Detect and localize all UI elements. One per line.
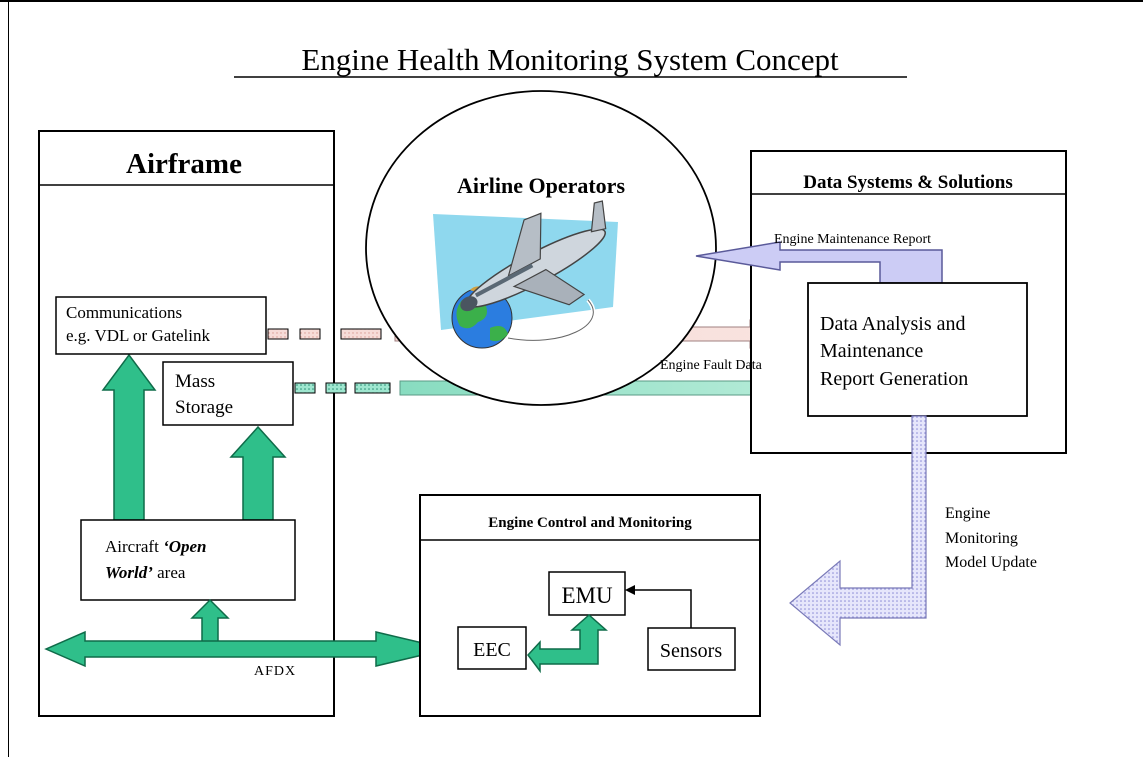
comms-flow-dash-3 [340, 328, 382, 340]
eec-label: EEC [473, 639, 511, 661]
eec-box [457, 626, 527, 670]
communications-label-line1: Communications [66, 303, 182, 322]
sensors-to-emu-arrowhead [625, 585, 635, 595]
page-frame-top [0, 0, 1143, 2]
maintenance-report-arrow [695, 241, 943, 284]
open-world-label-line1: Aircraft ‘Open [105, 537, 207, 556]
open-world-box [80, 519, 296, 601]
model-update-line3: Model Update [945, 554, 1037, 571]
eec-emu-link-arrow [527, 613, 608, 674]
airline-operators-heading: Airline Operators [457, 173, 625, 198]
open-world-suffix: area [157, 563, 186, 582]
data-analysis-line1: Data Analysis and [820, 313, 966, 335]
model-update-arrow [789, 415, 927, 647]
engine-control-heading: Engine Control and Monitoring [488, 515, 692, 531]
open-world-prefix: Aircraft [105, 537, 163, 556]
mass-storage-label-line2: Storage [175, 397, 233, 418]
airframe-heading: Airframe [126, 148, 242, 180]
data-analysis-box [807, 282, 1028, 417]
communications-label-line2: e.g. VDL or Gatelink [66, 326, 210, 345]
open-world-italic2: World’ [105, 563, 153, 582]
model-update-line2: Monitoring [945, 530, 1018, 547]
sensors-label: Sensors [660, 640, 722, 662]
mass-storage-label-line1: Mass [175, 371, 215, 392]
maintenance-report-label: Engine Maintenance Report [774, 232, 931, 247]
afdx-label: AFDX [254, 664, 296, 679]
open-world-italic1: ‘Open [163, 537, 206, 556]
storage-flow-dash-2 [325, 382, 347, 394]
mass-storage-box [162, 361, 294, 426]
data-analysis-line3: Report Generation [820, 368, 968, 390]
emu-box [548, 571, 626, 616]
airplane-globe-icon [433, 200, 618, 349]
storage-flow-dash-3 [354, 382, 391, 394]
sensors-to-emu-line [632, 589, 692, 628]
comms-flow-dash-2 [299, 328, 321, 340]
comms-flow-dash-1 [267, 328, 289, 340]
emu-label: EMU [561, 583, 613, 608]
storage-flow-dash-1 [294, 382, 316, 394]
sensors-box [647, 627, 736, 671]
data-analysis-line2: Maintenance [820, 340, 923, 362]
model-update-line1: Engine [945, 505, 990, 522]
open-world-to-communications-arrow [101, 353, 157, 521]
communications-box [55, 296, 267, 355]
data-systems-heading: Data Systems & Solutions [803, 172, 1013, 193]
open-world-to-mass-storage-arrow [229, 425, 287, 521]
diagram-title: Engine Health Monitoring System Concept [301, 42, 839, 77]
open-world-label-line2: World’ area [105, 563, 186, 582]
fault-data-label: Engine Fault Data [660, 358, 763, 373]
page-frame-left [8, 0, 9, 757]
